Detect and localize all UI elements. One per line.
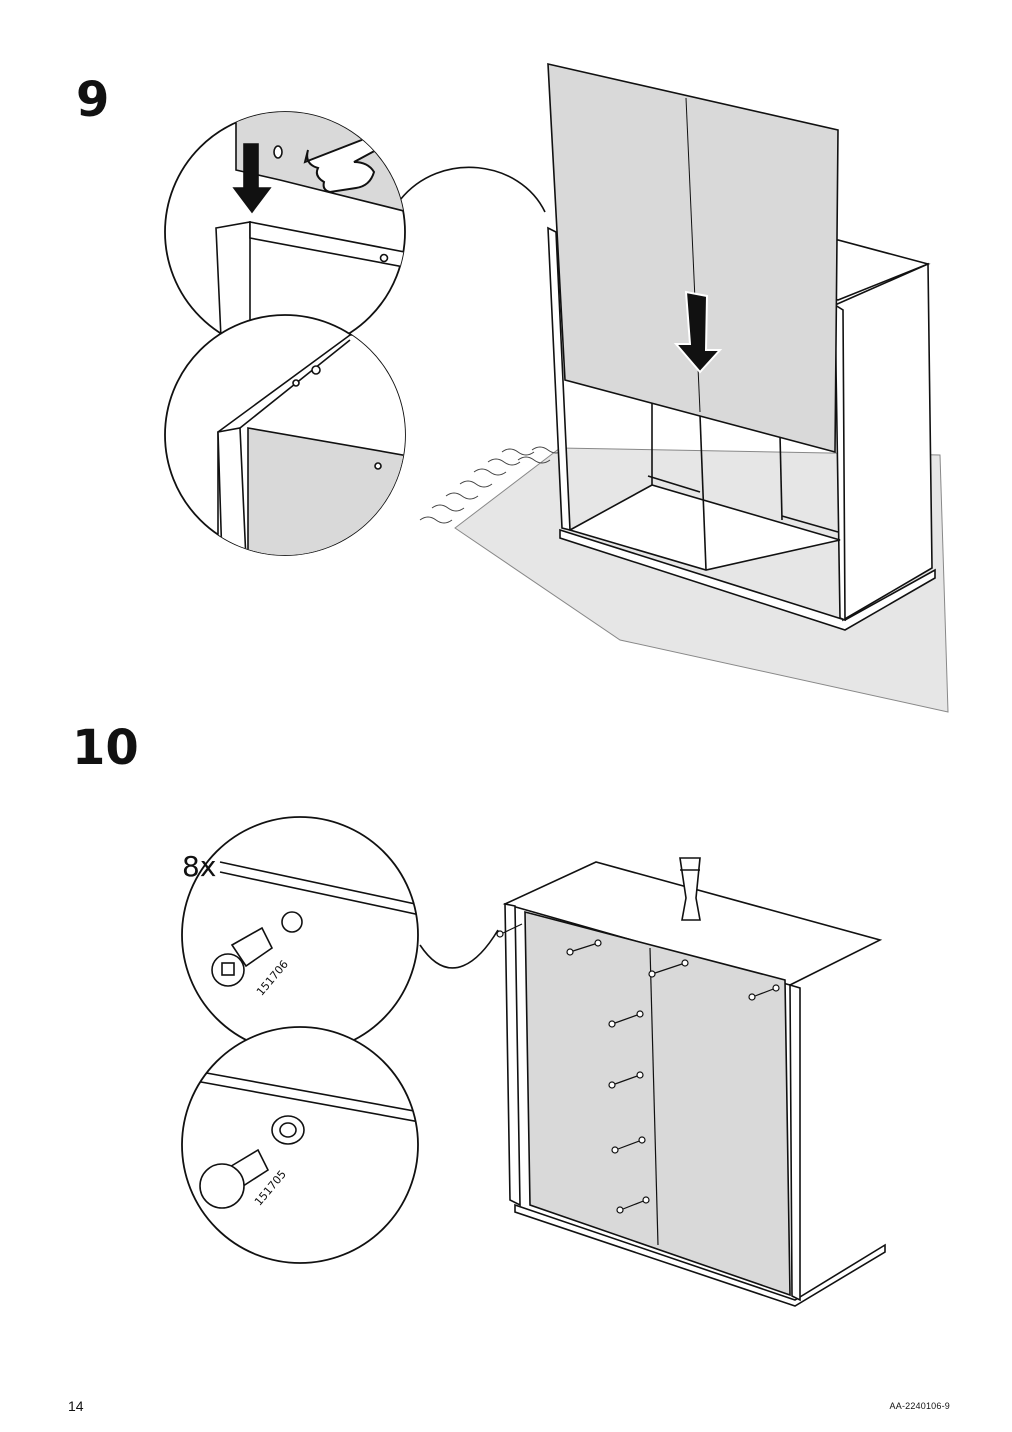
callout-tail	[399, 166, 546, 213]
down-arrow-icon	[232, 143, 272, 214]
cabinet-back-illustration	[502, 857, 886, 1307]
plug-icon	[199, 1148, 270, 1209]
detail-circle-plug-b	[181, 1026, 419, 1264]
callout-tail	[419, 929, 499, 969]
page-number: 14	[68, 1398, 84, 1414]
step-9-number: 9	[76, 72, 110, 128]
step-10-number: 10	[72, 720, 139, 776]
document-code: AA-2240106-9	[889, 1401, 950, 1411]
down-arrow-icon	[673, 290, 723, 374]
detail-circle-bottom	[164, 314, 406, 556]
quantity-label: 8x	[182, 850, 217, 883]
cabinet-illustration	[547, 62, 936, 631]
plug-icon	[211, 926, 274, 987]
detail-circle-plug-a	[181, 816, 419, 1054]
leg-icon	[679, 857, 701, 921]
plug-markers	[496, 923, 780, 1214]
